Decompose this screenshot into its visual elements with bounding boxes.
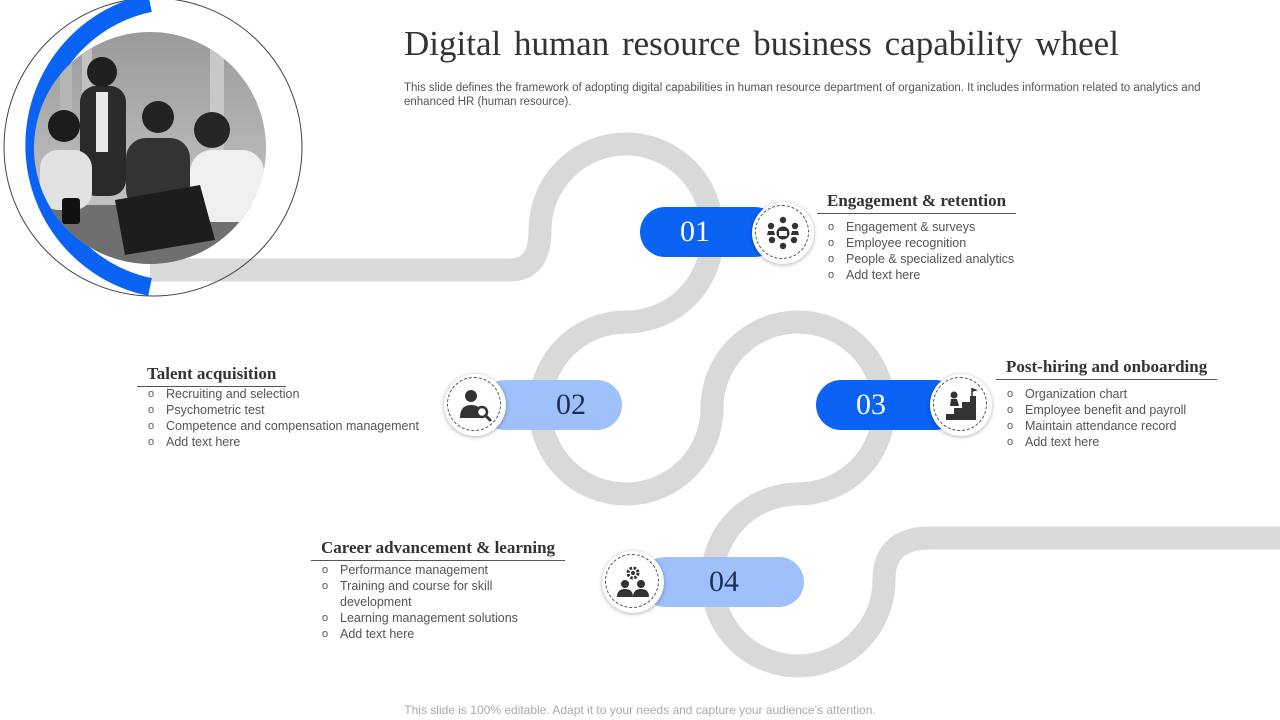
list-item: Engagement & surveys [828, 219, 1068, 235]
step-04-number: 04 [709, 565, 739, 598]
list-item: Maintain attendance record [1007, 418, 1267, 434]
step-03-list: Organization chart Employee benefit and … [1007, 386, 1267, 450]
step-04-icon-badge [602, 551, 664, 613]
list-item: Training and course for skill developmen… [322, 578, 532, 610]
list-item: Psychometric test [148, 402, 448, 418]
footer-note: This slide is 100% editable. Adapt it to… [404, 703, 876, 717]
step-01-heading: Engagement & retention [817, 191, 1017, 214]
step-03-heading: Post-hiring and onboarding [996, 357, 1218, 380]
step-02-number: 02 [556, 388, 586, 421]
step-01-list: Engagement & surveys Employee recognitio… [828, 219, 1068, 283]
list-item: Organization chart [1007, 386, 1267, 402]
list-item: Employee benefit and payroll [1007, 402, 1267, 418]
list-item: Learning management solutions [322, 610, 532, 626]
team-photo [0, 0, 304, 298]
step-02-icon-badge [444, 374, 506, 436]
step-01-number: 01 [680, 215, 710, 248]
step-03-number: 03 [856, 388, 886, 421]
list-item: Recruiting and selection [148, 386, 448, 402]
step-04-list: Performance management Training and cour… [322, 562, 532, 642]
list-item: Add text here [1007, 434, 1267, 450]
list-item: Employee recognition [828, 235, 1068, 251]
list-item: Add text here [828, 267, 1068, 283]
step-04-pill: 04 [640, 557, 804, 607]
step-04-heading: Career advancement & learning [311, 538, 566, 561]
step-01-icon-badge [752, 202, 814, 264]
step-02-list: Recruiting and selection Psychometric te… [148, 386, 448, 450]
list-item: Performance management [322, 562, 532, 578]
step-02-heading: Talent acquisition [137, 364, 287, 387]
list-item: People & specialized analytics [828, 251, 1068, 267]
step-03-icon-badge [930, 374, 992, 436]
page-title: Digital human resource business capabili… [404, 24, 1119, 63]
list-item: Add text here [322, 626, 532, 642]
list-item: Add text here [148, 434, 448, 450]
page-subtitle: This slide defines the framework of adop… [404, 82, 1201, 108]
list-item: Competence and compensation management [148, 418, 448, 434]
